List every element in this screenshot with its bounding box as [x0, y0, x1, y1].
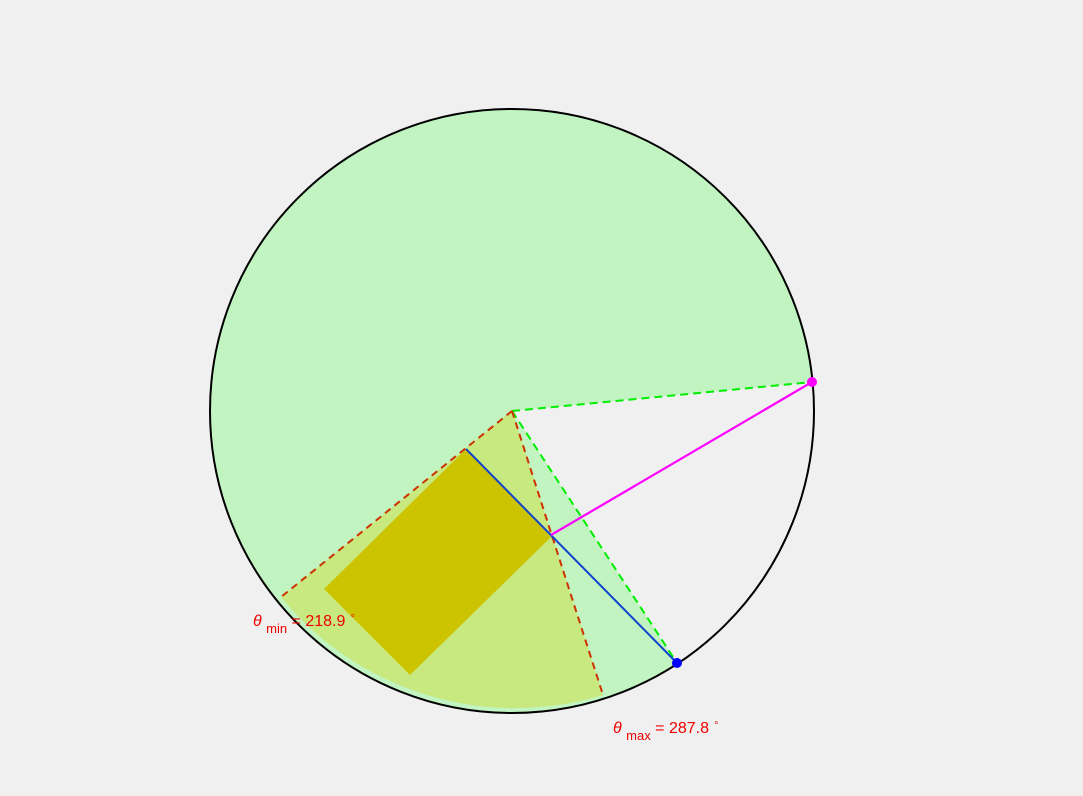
theta-min-symbol: θ — [253, 613, 262, 630]
theta-min-ray — [280, 410, 513, 598]
green-dashed-ray-lower — [511, 410, 678, 664]
theta-max-ray — [511, 410, 604, 696]
green-dashed-ray-upper — [511, 381, 813, 412]
theta-max-degree: ∘ — [713, 717, 719, 727]
blue-segment — [465, 448, 678, 664]
theta-min-degree: ∘ — [350, 610, 356, 620]
yellow-rectangle — [324, 449, 551, 675]
theta-max-subscript: max — [626, 728, 651, 743]
magenta-segment — [550, 381, 813, 536]
theta-min-subscript: min — [266, 621, 287, 636]
magenta-point — [807, 377, 817, 387]
theta-max-label: θ max = 287.8 ∘ — [613, 717, 719, 744]
theta-max-symbol: θ — [613, 720, 622, 737]
blue-point — [672, 658, 682, 668]
theta-max-value: = 287.8 — [655, 720, 709, 737]
theta-min-label: θ min = 218.9 ∘ — [253, 610, 355, 637]
circle-outline — [209, 108, 815, 714]
theta-min-value: = 218.9 — [292, 613, 346, 630]
